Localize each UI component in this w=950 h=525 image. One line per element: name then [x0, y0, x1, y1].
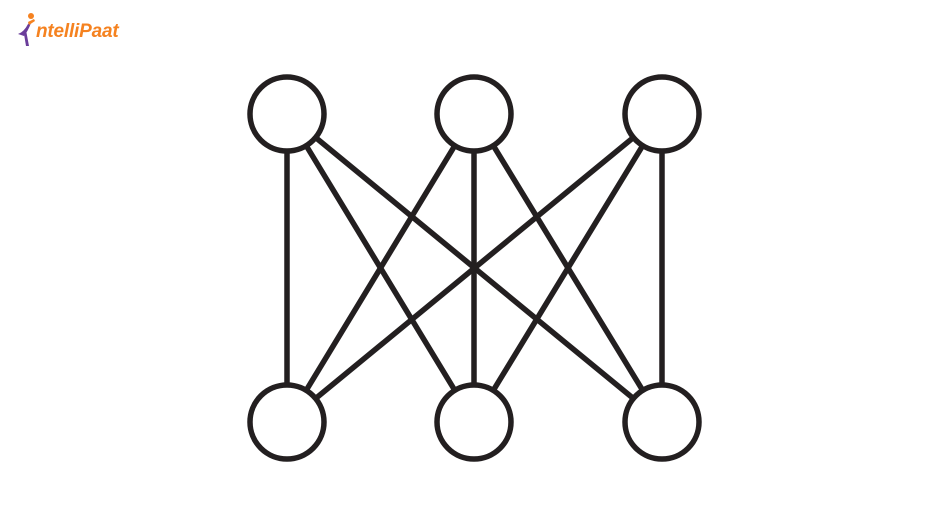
node-t3 [622, 74, 702, 154]
edge-t2-b1 [303, 144, 458, 392]
node-b1 [247, 382, 327, 462]
edges [284, 135, 665, 401]
nodes [247, 74, 702, 462]
node-b3 [622, 382, 702, 462]
intellipaat-figure-icon [18, 13, 35, 46]
brand-logo: ntelliPaat [16, 10, 119, 50]
node-t1 [247, 74, 327, 154]
node-b2 [434, 382, 514, 462]
brand-name: ntelliPaat [36, 21, 119, 42]
edge-t3-b2 [490, 144, 646, 392]
edge-t3-b1 [313, 135, 636, 401]
node-t2 [434, 74, 514, 154]
